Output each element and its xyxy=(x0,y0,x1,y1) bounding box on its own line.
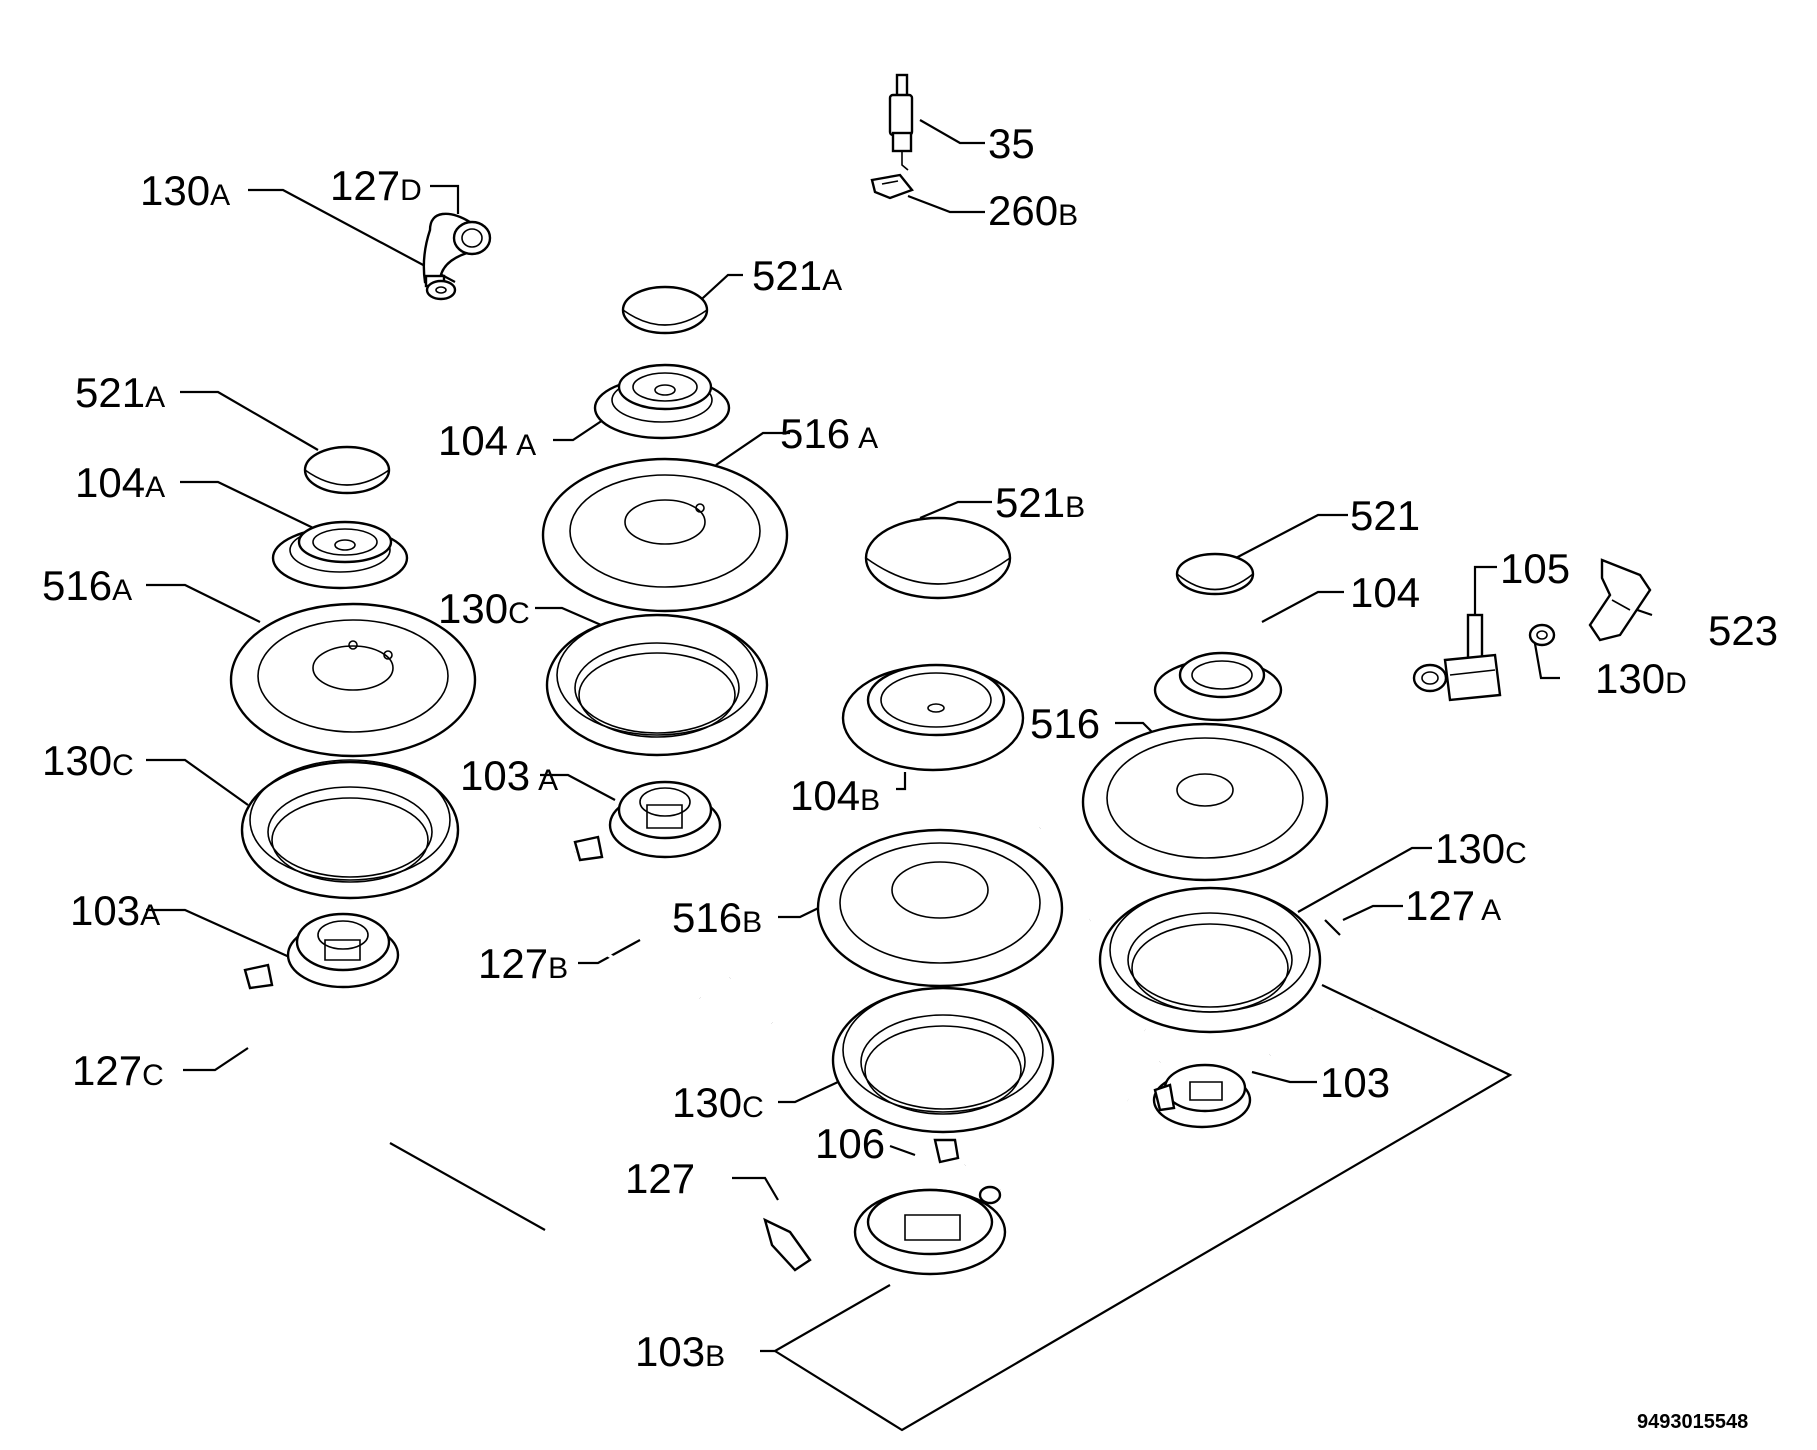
label-260b: 260B xyxy=(988,187,1078,234)
part-130d-washer xyxy=(1528,623,1556,647)
label-130c-right: 130C xyxy=(1435,825,1527,872)
burner-mid-injector-103a xyxy=(573,780,722,862)
burner-center-cap-521b xyxy=(864,516,1012,600)
label-104b: 104B xyxy=(790,772,880,819)
label-130c-left: 130C xyxy=(42,737,134,784)
label-516a-left: 516A xyxy=(42,562,132,609)
burner-center-injector-103b xyxy=(763,1185,1007,1276)
parts xyxy=(229,73,1652,1276)
hob-frame-lines xyxy=(389,984,1513,1432)
label-130c-mid: 130C xyxy=(438,585,530,632)
part-35-ignition-electrode xyxy=(888,73,914,171)
part-523-bracket xyxy=(1588,558,1652,642)
burner-right-cap-521 xyxy=(1175,552,1255,596)
burner-left-pan-516a xyxy=(229,602,477,758)
label-127: 127 xyxy=(625,1155,695,1202)
label-523: 523 xyxy=(1708,607,1778,654)
label-35: 35 xyxy=(988,120,1035,167)
label-103b: 103B xyxy=(635,1328,725,1375)
burner-left-crown-104a xyxy=(271,520,409,590)
burner-right-injector-103 xyxy=(1152,1063,1252,1129)
burner-left-cap-521a xyxy=(303,445,391,495)
label-130c-bot: 130C xyxy=(672,1079,764,1126)
burner-center-seal-130c xyxy=(831,986,1055,1134)
label-130a-top: 130A xyxy=(140,167,230,214)
leader-lines xyxy=(146,119,1653,1353)
label-103: 103 xyxy=(1320,1059,1390,1106)
label-127d: 127D xyxy=(330,162,422,209)
label-106: 106 xyxy=(815,1120,885,1167)
burner-right-crown-104 xyxy=(1153,651,1283,722)
part-130a-washer xyxy=(425,279,457,301)
burner-center-crown-104b xyxy=(841,663,1025,772)
burner-mid-seal-130c xyxy=(545,613,769,757)
label-127c: 127C xyxy=(72,1047,164,1094)
label-105: 105 xyxy=(1500,545,1570,592)
part-105-gas-tap xyxy=(1412,613,1502,702)
burner-mid-crown-104a xyxy=(593,363,731,440)
label-521a-mid: 521A xyxy=(752,252,842,299)
label-104: 104 xyxy=(1350,569,1420,616)
part-106-nozzle xyxy=(933,1138,960,1164)
burner-left-injector-103a xyxy=(243,912,400,990)
burner-right-seal-130c xyxy=(1098,886,1322,1034)
drawing-code: 9493015548 xyxy=(1637,1411,1748,1433)
label-521b: 521B xyxy=(995,479,1085,526)
label-104a-left: 104A xyxy=(75,459,165,506)
burner-center-pan-516b xyxy=(816,828,1064,988)
burner-right-pan-516 xyxy=(1081,722,1329,882)
label-130d: 130D xyxy=(1595,655,1687,702)
label-516: 516 xyxy=(1030,700,1100,747)
burner-mid-pan-516a xyxy=(541,457,789,613)
part-260b-clip xyxy=(870,173,914,200)
part-127d-elbow xyxy=(422,212,492,288)
burner-left-seal-130c xyxy=(240,759,460,900)
label-516b: 516B xyxy=(672,894,762,941)
label-521a-left: 521A xyxy=(75,369,165,416)
burner-mid-cap-521a xyxy=(621,285,709,335)
label-521: 521 xyxy=(1350,492,1420,539)
label-103a-left: 103A xyxy=(70,887,160,934)
label-127b: 127B xyxy=(478,940,568,987)
